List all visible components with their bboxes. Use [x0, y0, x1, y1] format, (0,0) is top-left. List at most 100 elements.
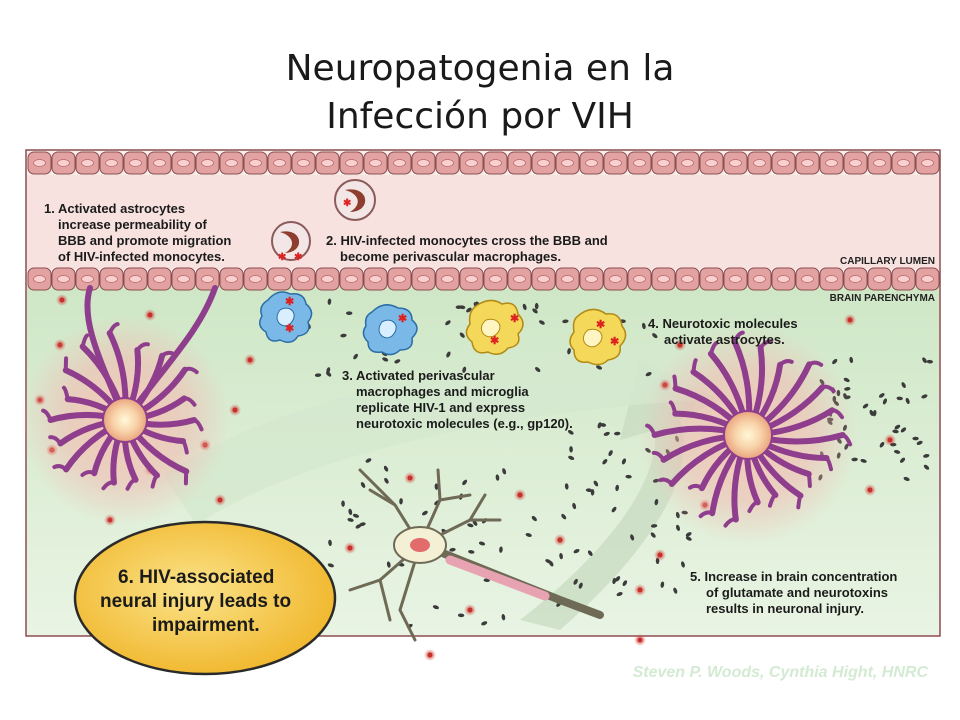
molecule [615, 484, 619, 492]
molecule [578, 582, 583, 589]
molecule [394, 359, 401, 364]
molecule [545, 559, 552, 564]
molecule [562, 319, 569, 324]
molecule [923, 453, 930, 458]
molecule [641, 322, 646, 330]
molecule [501, 614, 506, 621]
molecule [455, 305, 463, 309]
molecule [567, 429, 574, 435]
molecule [654, 498, 659, 506]
svg-text:✱: ✱ [490, 335, 499, 347]
molecule [457, 613, 465, 618]
molecule [926, 359, 934, 364]
molecule [564, 483, 569, 490]
background-swoosh [163, 340, 702, 526]
molecule [843, 377, 850, 383]
molecule [360, 482, 366, 488]
brain-parenchyma-label: BRAIN PARENCHYMA [830, 293, 935, 304]
molecule [650, 532, 656, 538]
molecule [899, 457, 906, 463]
molecule [467, 523, 474, 528]
molecule [347, 518, 354, 522]
svg-text:✱: ✱ [596, 319, 605, 331]
molecule [327, 563, 334, 568]
molecule [345, 311, 353, 315]
molecule [673, 587, 678, 594]
molecule [832, 358, 838, 365]
molecule [585, 488, 593, 493]
molecule [572, 502, 577, 510]
molecule [495, 474, 500, 481]
microglia-1: ✱ ✱ [465, 299, 524, 355]
page-title-line-1: Neuropatogenia en la [285, 48, 675, 89]
endothelium-bottom [27, 267, 940, 291]
molecule [502, 468, 507, 475]
page-title-line-2: Infección por VIH [326, 96, 634, 137]
molecule [615, 576, 621, 582]
molecule [650, 524, 658, 528]
molecule [459, 332, 465, 338]
molecule [878, 393, 885, 398]
molecule [901, 382, 906, 389]
molecule [622, 580, 628, 587]
molecule [862, 403, 869, 409]
molecule [432, 605, 439, 610]
molecule [612, 577, 617, 585]
molecule [860, 458, 867, 463]
microglia-2: ✱ ✱ [569, 308, 627, 366]
molecule [893, 449, 901, 454]
molecule [340, 333, 347, 338]
molecule [892, 429, 899, 434]
svg-text:✱: ✱ [294, 252, 303, 263]
molecule [903, 476, 910, 481]
molecule [399, 498, 403, 505]
molecule [894, 424, 901, 430]
molecule [882, 398, 888, 405]
molecule [599, 423, 607, 427]
step-1-label: 1. Activated astrocytes increase permeab… [44, 201, 235, 264]
molecule [602, 459, 608, 465]
molecule [561, 513, 567, 520]
capillary-lumen-label: CAPILLARY LUMEN [840, 256, 935, 267]
molecule [660, 581, 665, 588]
molecule [466, 307, 472, 313]
svg-text:✱: ✱ [285, 323, 294, 335]
molecule [348, 508, 353, 516]
molecule [531, 515, 537, 522]
molecule [422, 510, 428, 516]
svg-text:✱: ✱ [398, 313, 407, 325]
molecule [625, 474, 632, 479]
molecule [468, 550, 475, 554]
molecule [481, 621, 488, 626]
step-3-label: 3. Activated perivascular macrophages an… [342, 368, 573, 431]
molecule [685, 536, 692, 541]
credit-text: Steven P. Woods, Cynthia Hight, HNRC [633, 664, 929, 681]
molecule [614, 431, 621, 436]
molecule [603, 431, 610, 436]
svg-text:✱: ✱ [343, 198, 352, 209]
molecule [365, 458, 372, 463]
step-4-label: 4. Neurotoxic molecules activate astrocy… [648, 316, 801, 347]
molecule [608, 450, 613, 457]
molecule [499, 546, 503, 553]
molecule [522, 303, 527, 311]
molecule [445, 320, 451, 326]
molecule [462, 479, 468, 486]
molecule [353, 353, 358, 360]
astrocyte-right [638, 325, 858, 545]
molecule [478, 541, 486, 546]
molecule [446, 351, 451, 358]
molecule [567, 348, 571, 355]
molecule [676, 524, 680, 531]
molecule [434, 483, 439, 490]
molecule [573, 548, 580, 554]
svg-text:✱: ✱ [610, 336, 619, 348]
molecule [923, 464, 930, 470]
step-5-label: 5. Increase in brain concentration of gl… [690, 569, 901, 616]
molecule [879, 441, 885, 448]
molecule [382, 357, 389, 362]
step-2-label: 2. HIV-infected monocytes cross the BBB … [326, 233, 611, 264]
molecule [559, 552, 563, 560]
endothelium-top [27, 151, 940, 175]
